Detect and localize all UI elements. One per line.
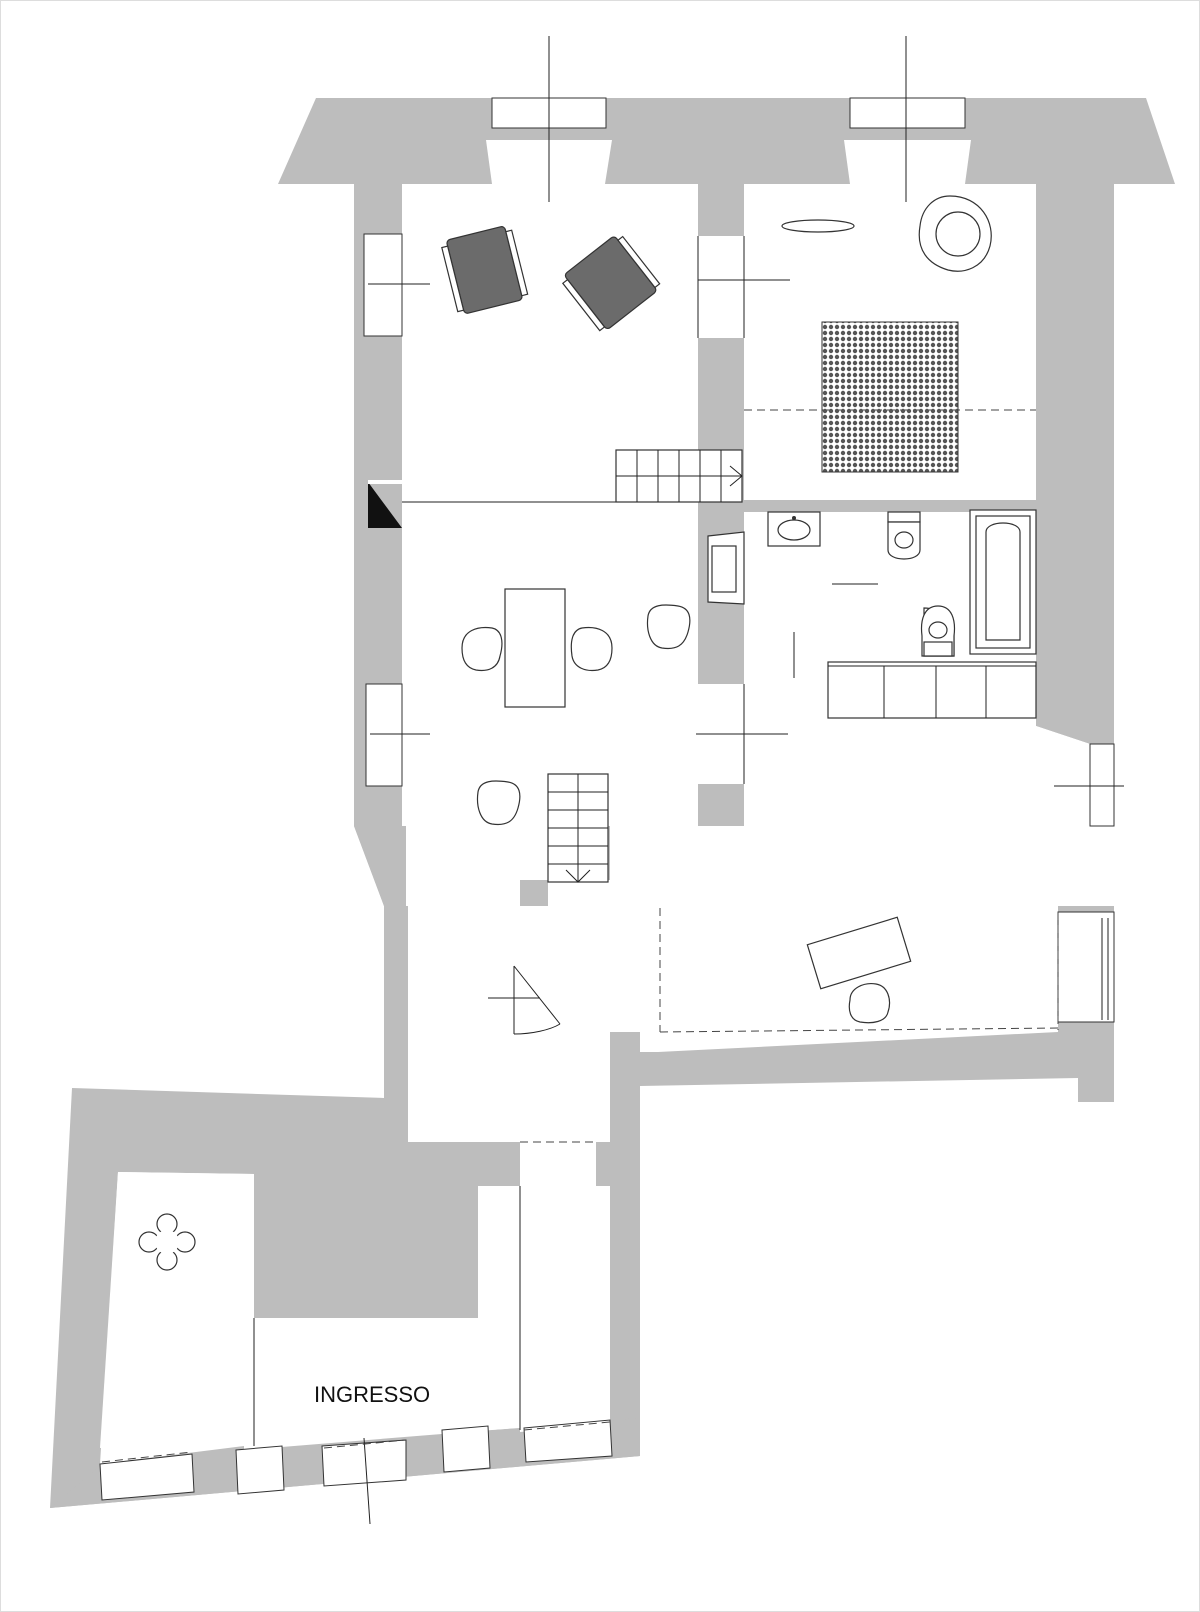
armchair-left [441, 226, 529, 314]
kitchen-counter [827, 661, 1037, 719]
middle-partition [698, 338, 744, 684]
rug [821, 321, 959, 473]
dining-table [504, 588, 566, 708]
toilet [920, 605, 956, 657]
corridor-wall-right [596, 1142, 610, 1186]
openings [99, 36, 1124, 1525]
middle-partition-low [698, 784, 744, 826]
right-window [1089, 743, 1115, 827]
entrance-label: INGRESSO [314, 1382, 430, 1407]
door-marker [368, 482, 402, 528]
door-swing [488, 965, 561, 1035]
bottom-window-2 [235, 1445, 285, 1495]
bottom-window-4 [441, 1425, 491, 1473]
lower-chair [476, 780, 521, 826]
oval-element [781, 219, 855, 233]
dining-chair-left [461, 626, 503, 672]
right-window-lower [1057, 911, 1115, 1023]
bottom-window-1 [99, 1453, 195, 1501]
quatrefoil-ornament [138, 1213, 196, 1271]
bidet [887, 511, 921, 560]
top-wall [278, 98, 1175, 184]
right-outer-wall [1036, 184, 1114, 826]
side-chair [646, 604, 691, 650]
lower-center-wall [596, 906, 640, 1432]
armchair-right [561, 235, 661, 332]
middle-partition-top [698, 184, 744, 236]
top-window-right [849, 97, 966, 129]
stairs-upper [615, 449, 743, 503]
bathtub [969, 509, 1037, 655]
upper-cross-wall [744, 500, 1036, 512]
washbasin [767, 511, 821, 547]
left-window-upper [363, 233, 403, 337]
bottom-window-5 [523, 1419, 613, 1463]
bottom-window-3 [321, 1439, 407, 1487]
stairs-lower [547, 773, 609, 883]
left-slanted-wall [354, 826, 406, 906]
lower-left-mass [50, 1088, 640, 1508]
left-window-lower [365, 683, 403, 787]
desk [806, 916, 912, 990]
desk-chair [848, 983, 891, 1024]
dining-chair-right [570, 626, 613, 672]
